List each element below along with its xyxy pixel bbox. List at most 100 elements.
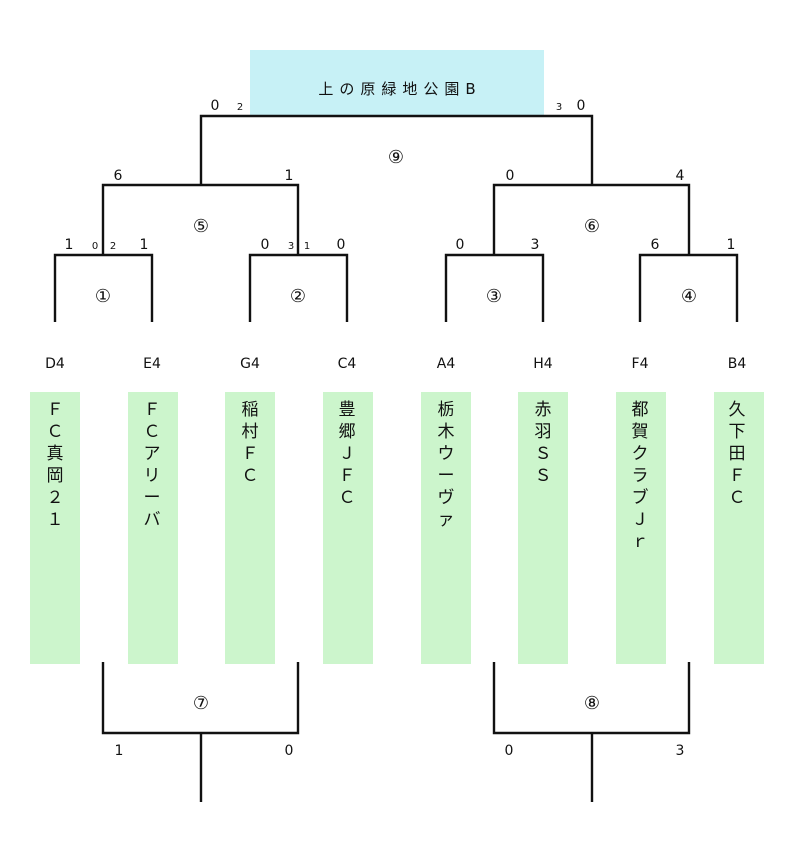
score-m2-right: 0: [337, 237, 346, 253]
team-bar-6: [518, 392, 568, 664]
team-name-char: ァ: [438, 510, 455, 530]
team-name-char: 村: [242, 422, 259, 442]
team-bar-5: [421, 392, 471, 664]
team-name-6: 赤羽ＳＳ: [535, 400, 552, 486]
score-m9-right: 0: [577, 98, 586, 114]
team-seed-5: A4: [437, 356, 456, 372]
team-name-char: Ｃ: [242, 466, 259, 486]
match-number-4: ④: [681, 286, 697, 307]
team-name-char: Ｆ: [47, 400, 64, 420]
match-number-8: ⑧: [584, 693, 600, 714]
team-name-3: 稲村ＦＣ: [242, 400, 259, 486]
team-name-char: バ: [144, 510, 161, 530]
team-name-char: Ｓ: [535, 466, 552, 486]
team-seed-3: G4: [240, 356, 260, 372]
match-number-2: ②: [290, 286, 306, 307]
venue-label: 上の原緑地公園B: [318, 80, 481, 98]
score-m4-left: 6: [651, 237, 660, 253]
score-m1-right: 1: [140, 237, 149, 253]
venue-box: [250, 50, 544, 116]
team-name-char: ー: [438, 466, 455, 486]
team-seed-7: F4: [632, 356, 649, 372]
score-m1-left-pk: 0: [92, 241, 98, 252]
team-name-char: Ｊ: [339, 444, 356, 464]
score-m3-right: 3: [531, 237, 540, 253]
team-name-char: ｒ: [632, 532, 649, 552]
team-name-char: Ｆ: [144, 400, 161, 420]
team-name-char: Ｃ: [339, 488, 356, 508]
team-name-char: 豊: [339, 400, 356, 420]
score-m9-left: 0: [211, 98, 220, 114]
team-name-char: ラ: [632, 466, 649, 486]
team-name-8: 久下田ＦＣ: [729, 400, 746, 508]
team-bar-8: [714, 392, 764, 664]
team-bar-4: [323, 392, 373, 664]
team-name-char: Ｃ: [729, 488, 746, 508]
score-m9-left-pk: 2: [237, 102, 243, 113]
score-m2-left: 0: [261, 237, 270, 253]
team-bar-1: [30, 392, 80, 664]
team-name-char: 久: [729, 400, 746, 420]
team-name-char: Ｊ: [632, 510, 649, 530]
score-m4-right: 1: [727, 237, 736, 253]
team-name-char: ２: [47, 488, 64, 508]
score-m2-left-pk: 3: [288, 241, 294, 252]
score-m7-left: 1: [115, 743, 124, 759]
team-name-char: 稲: [242, 400, 259, 420]
team-name-char: 木: [438, 422, 455, 442]
team-name-char: ブ: [632, 487, 649, 508]
team-name-char: ー: [144, 488, 161, 508]
team-name-char: 真: [47, 444, 64, 464]
match-number-6: ⑥: [584, 216, 600, 237]
match-number-7: ⑦: [193, 693, 209, 714]
team-name-char: 郷: [339, 422, 356, 442]
team-seed-8: B4: [728, 356, 747, 372]
team-name-char: Ｃ: [144, 422, 161, 442]
team-name-char: 栃: [438, 400, 455, 420]
team-name-char: 賀: [632, 422, 649, 442]
team-name-char: 都: [632, 400, 649, 420]
team-name-char: Ｆ: [242, 444, 259, 464]
match-number-1: ①: [95, 286, 111, 307]
score-m7-right: 0: [285, 743, 294, 759]
team-seed-6: H4: [533, 356, 553, 372]
score-m9-right-pk: 3: [556, 102, 562, 113]
score-m1-left: 1: [65, 237, 74, 253]
team-name-char: ヴ: [438, 488, 455, 508]
match-number-5: ⑤: [193, 216, 209, 237]
score-m2-right-pk: 1: [304, 241, 310, 252]
team-seed-2: E4: [143, 356, 161, 372]
team-name-char: 羽: [535, 422, 552, 442]
score-m5-right: 1: [285, 168, 294, 184]
team-name-char: リ: [144, 466, 161, 486]
score-m8-right: 3: [676, 743, 685, 759]
team-name-char: 下: [729, 422, 746, 442]
team-name-char: 岡: [47, 466, 64, 486]
match-number-3: ③: [486, 286, 502, 307]
team-name-char: 田: [729, 444, 746, 464]
team-name-char: ク: [632, 444, 649, 464]
team-name-char: Ｃ: [47, 422, 64, 442]
team-name-char: Ｆ: [339, 466, 356, 486]
score-m3-left: 0: [456, 237, 465, 253]
team-name-1: ＦＣ真岡２１: [47, 400, 64, 530]
team-bar-7: [616, 392, 666, 664]
score-m1-right-pk: 2: [110, 241, 116, 252]
team-bar-3: [225, 392, 275, 664]
score-m6-left: 0: [506, 168, 515, 184]
team-seed-1: D4: [45, 356, 65, 372]
match-number-9: ⑨: [388, 147, 404, 168]
score-m6-right: 4: [676, 168, 685, 184]
team-name-char: Ｆ: [729, 466, 746, 486]
team-seed-4: C4: [338, 356, 357, 372]
match-9-connector: [199, 114, 594, 185]
team-name-char: １: [47, 510, 64, 530]
score-m5-left: 6: [114, 168, 123, 184]
team-name-char: ウ: [438, 444, 455, 464]
team-bar-2: [128, 392, 178, 664]
team-name-4: 豊郷ＪＦＣ: [339, 400, 356, 508]
team-name-5: 栃木ウーヴァ: [438, 400, 455, 530]
team-name-char: Ｓ: [535, 444, 552, 464]
team-name-char: 赤: [535, 400, 552, 420]
